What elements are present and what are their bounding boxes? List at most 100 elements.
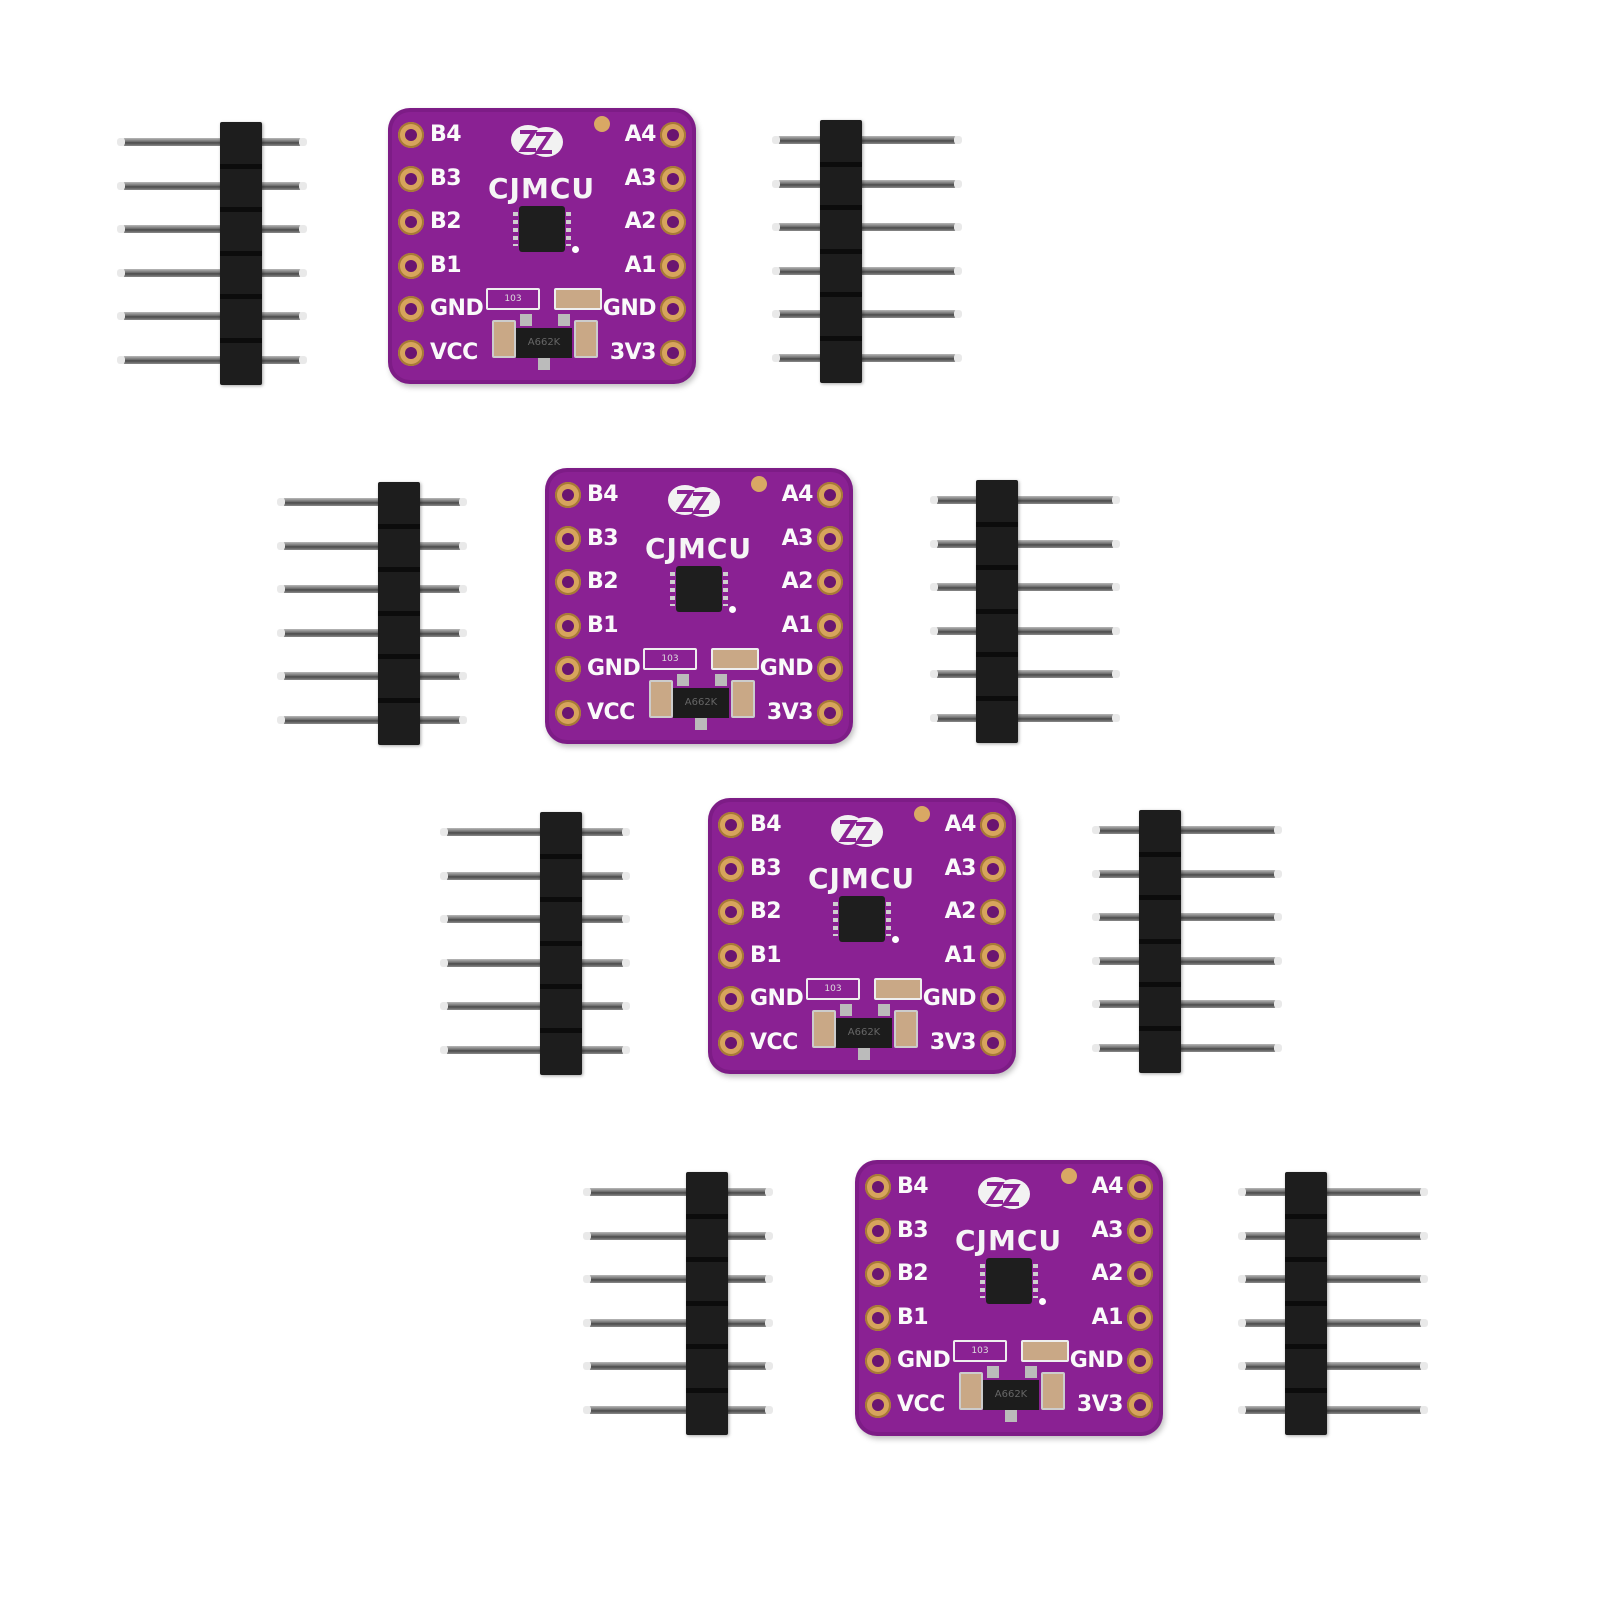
solder-pad xyxy=(398,252,424,279)
voltage-regulator: A662K xyxy=(983,1380,1039,1410)
fiducial-mark xyxy=(914,806,930,822)
pin-label-gnd: GND xyxy=(922,986,977,1011)
brand-label: CJMCU xyxy=(808,862,916,895)
capacitor-small xyxy=(554,288,602,310)
pin-label-a2: A2 xyxy=(781,569,814,594)
pin-label-3v3: 3V3 xyxy=(929,1029,977,1055)
solder-pad xyxy=(555,699,581,726)
header-pin xyxy=(772,179,962,188)
solder-pad xyxy=(718,899,744,925)
header-pin xyxy=(1092,913,1282,921)
header-pin xyxy=(277,498,467,506)
solder-pad xyxy=(980,899,1006,925)
pin-label-b1: B1 xyxy=(897,1304,929,1330)
header-pin xyxy=(1238,1362,1428,1370)
header-pin xyxy=(1238,1405,1428,1414)
pin-label-gnd: GND xyxy=(1069,1348,1124,1373)
regulator-pin xyxy=(987,1366,999,1378)
header-pin xyxy=(1092,956,1282,965)
resistor: 103 xyxy=(806,978,860,1000)
pin-label-vcc: VCC xyxy=(587,699,635,725)
pin-label-b2: B2 xyxy=(750,899,782,924)
solder-pad xyxy=(1127,1261,1153,1287)
pin-label-b2: B2 xyxy=(430,209,462,234)
header-pin xyxy=(583,1188,773,1196)
header-plastic-body xyxy=(820,120,862,383)
header-pin xyxy=(1238,1188,1428,1196)
capacitor xyxy=(894,1010,918,1048)
ic-chip xyxy=(513,206,571,252)
header-pin xyxy=(583,1362,773,1370)
solder-pad xyxy=(718,986,744,1012)
pin1-marker xyxy=(729,606,736,613)
resistor: 103 xyxy=(643,648,697,670)
pin-label-a4: A4 xyxy=(624,122,657,147)
header-pin xyxy=(772,310,962,318)
header-pin xyxy=(440,871,630,880)
pin-label-3v3: 3V3 xyxy=(1076,1391,1124,1417)
header-pin xyxy=(583,1318,773,1327)
regulator-pin xyxy=(858,1048,870,1060)
header-pin xyxy=(277,672,467,680)
header-pin xyxy=(1092,826,1282,834)
pin-label-gnd: GND xyxy=(897,1348,951,1373)
pin-label-a2: A2 xyxy=(1091,1261,1124,1286)
header-plastic-body xyxy=(1139,810,1181,1073)
header-pin xyxy=(930,626,1120,635)
pin-label-gnd: GND xyxy=(587,656,641,681)
header-pin xyxy=(277,541,467,550)
solder-pad xyxy=(980,855,1006,882)
pin-label-a3: A3 xyxy=(624,165,657,191)
header-pin xyxy=(1092,869,1282,878)
capacitor xyxy=(812,1010,836,1048)
header-pin xyxy=(583,1405,773,1414)
resistor: 103 xyxy=(953,1340,1007,1362)
solder-pad xyxy=(660,296,686,322)
solder-pad xyxy=(865,1391,891,1418)
pin-label-3v3: 3V3 xyxy=(609,339,657,365)
pin-label-a4: A4 xyxy=(1091,1174,1124,1199)
regulator-pin xyxy=(677,674,689,686)
solder-pad xyxy=(817,612,843,639)
ic-chip xyxy=(670,566,728,612)
pin-label-b3: B3 xyxy=(430,165,462,191)
pin-label-b1: B1 xyxy=(587,612,619,638)
solder-pad xyxy=(398,209,424,235)
solder-pad xyxy=(1127,1348,1153,1374)
capacitor-small xyxy=(711,648,759,670)
capacitor xyxy=(959,1372,983,1410)
header-pin xyxy=(930,496,1120,504)
solder-pad xyxy=(660,165,686,192)
solder-pad xyxy=(817,482,843,508)
pin-label-b3: B3 xyxy=(750,855,782,881)
pin-label-vcc: VCC xyxy=(897,1391,945,1417)
ic-chip xyxy=(980,1258,1038,1304)
header-pin xyxy=(117,355,307,364)
header-pin xyxy=(117,225,307,233)
solder-pad xyxy=(398,339,424,366)
cjmcu-logo-icon xyxy=(973,1172,1035,1220)
fiducial-mark xyxy=(594,116,610,132)
capacitor xyxy=(574,320,598,358)
header-pin xyxy=(277,585,467,593)
pin-label-vcc: VCC xyxy=(430,339,478,365)
capacitor xyxy=(649,680,673,718)
pin-label-gnd: GND xyxy=(602,296,657,321)
pin-label-b1: B1 xyxy=(430,252,462,278)
header-plastic-body xyxy=(378,482,420,745)
header-pin xyxy=(117,268,307,277)
solder-pad xyxy=(398,296,424,322)
header-pin xyxy=(930,539,1120,548)
pin-label-b2: B2 xyxy=(897,1261,929,1286)
solder-pad xyxy=(660,122,686,148)
pin-label-b4: B4 xyxy=(897,1174,929,1199)
regulator-pin xyxy=(538,358,550,370)
header-pin xyxy=(772,353,962,362)
header-pin xyxy=(772,136,962,144)
header-pin xyxy=(583,1275,773,1283)
regulator-pin xyxy=(1005,1410,1017,1422)
header-pin xyxy=(117,181,307,190)
solder-pad xyxy=(398,165,424,192)
brand-label: CJMCU xyxy=(645,532,753,565)
